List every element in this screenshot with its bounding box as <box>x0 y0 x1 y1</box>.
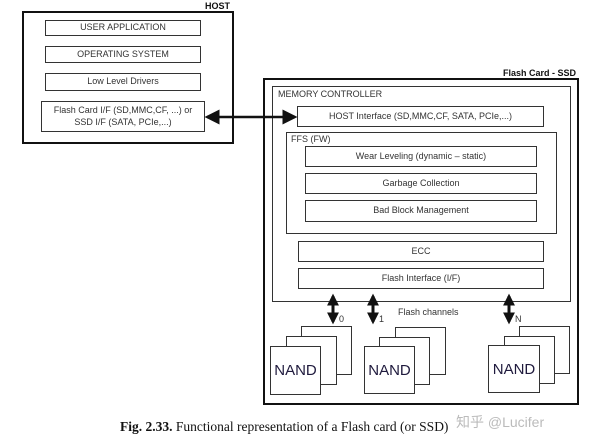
garbage-collection-box: Garbage Collection <box>305 173 537 194</box>
host-interface-line1: Flash Card I/F (SD,MMC,CF, ...) or <box>53 105 193 116</box>
memory-controller-box <box>272 86 571 302</box>
low-level-drivers-layer: Low Level Drivers <box>45 73 201 91</box>
user-application-layer: USER APPLICATION <box>45 20 201 36</box>
garbage-collection-label: Garbage Collection <box>382 177 460 188</box>
nand-label: NAND <box>368 361 411 379</box>
low-level-drivers-label: Low Level Drivers <box>87 76 159 87</box>
nand-die-front: NAND <box>488 345 540 393</box>
host-title: HOST <box>205 1 231 11</box>
memory-controller-title: MEMORY CONTROLLER <box>278 89 383 99</box>
host-interface-line2: SSD I/F (SATA, PCIe,...) <box>74 116 172 127</box>
channel-1-label: 1 <box>379 314 385 324</box>
operating-system-label: OPERATING SYSTEM <box>77 48 169 59</box>
host-flash-interface: Flash Card I/F (SD,MMC,CF, ...) or SSD I… <box>41 101 205 132</box>
ecc-box: ECC <box>298 241 544 262</box>
host-interface-label: HOST Interface (SD,MMC,CF, SATA, PCIe,..… <box>328 110 513 121</box>
figure-caption-text: Functional representation of a Flash car… <box>172 419 449 434</box>
flash-interface-label: Flash Interface (I/F) <box>381 272 461 283</box>
nand-label: NAND <box>274 362 317 379</box>
channel-n-label: N <box>515 314 522 324</box>
flash-channels-label: Flash channels <box>398 307 459 317</box>
bad-block-management-label: Bad Block Management <box>373 205 469 216</box>
ffs-box <box>286 132 557 234</box>
wear-leveling-box: Wear Leveling (dynamic – static) <box>305 146 537 167</box>
flash-interface-box: Flash Interface (I/F) <box>298 268 544 289</box>
figure-number: Fig. 2.33. <box>120 419 173 434</box>
nand-label: NAND <box>492 360 536 378</box>
wear-leveling-label: Wear Leveling (dynamic – static) <box>355 150 487 161</box>
ecc-label: ECC <box>411 245 431 256</box>
operating-system-layer: OPERATING SYSTEM <box>45 46 201 63</box>
device-title: Flash Card - SSD <box>503 68 577 78</box>
figure-caption: Fig. 2.33. Functional representation of … <box>120 419 448 435</box>
host-box <box>22 11 234 144</box>
device-box <box>263 78 579 405</box>
user-application-label: USER APPLICATION <box>80 22 166 33</box>
bad-block-management-box: Bad Block Management <box>305 200 537 222</box>
host-interface-box: HOST Interface (SD,MMC,CF, SATA, PCIe,..… <box>297 106 544 127</box>
ffs-title: FFS (FW) <box>291 134 331 144</box>
channel-0-label: 0 <box>339 314 345 324</box>
nand-die-front: NAND <box>364 346 415 394</box>
watermark: 知乎 @Lucifer <box>456 414 545 430</box>
nand-die-front: NAND <box>270 346 321 395</box>
